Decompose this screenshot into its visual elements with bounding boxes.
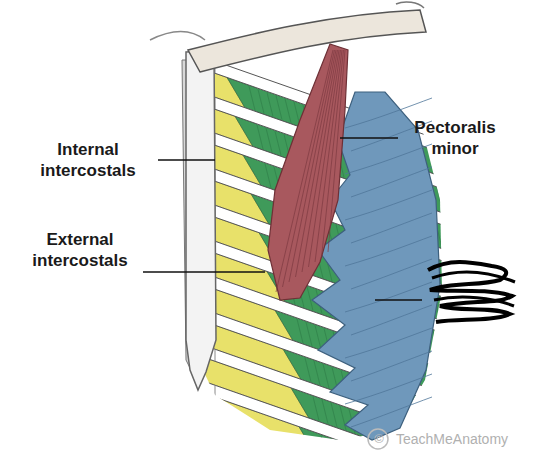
muscle-fibre <box>306 322 312 346</box>
muscle-fibre <box>249 86 255 110</box>
muscle-fibre <box>449 408 455 432</box>
muscle-fibre <box>323 364 329 388</box>
muscle-fibre <box>322 400 328 424</box>
muscle-label: Pectoralis minor <box>400 117 510 159</box>
muscle-fibre <box>375 454 381 456</box>
muscle-fibre <box>345 144 432 174</box>
muscle-fibre <box>348 445 354 456</box>
muscle-fibre <box>345 282 432 312</box>
muscle-fibre <box>328 50 345 252</box>
muscle-fibre <box>441 369 447 393</box>
muscle-fibre <box>351 213 432 243</box>
muscle-fibre <box>442 334 448 358</box>
muscle-fibre <box>258 89 264 113</box>
muscle-fibre <box>305 358 311 382</box>
muscle-fibre <box>447 155 453 179</box>
muscle-fibre <box>266 128 272 152</box>
muscle-fibre <box>302 50 339 272</box>
muscle-fibre <box>297 319 303 343</box>
muscle-fibre <box>257 125 263 149</box>
muscle-fibre <box>315 50 342 262</box>
muscle-fibre <box>276 96 282 120</box>
muscle-fibre <box>351 351 432 381</box>
muscle-fibre <box>446 191 452 215</box>
muscle-fibre <box>357 448 363 456</box>
muscle-fibre <box>314 361 320 385</box>
muscle-fibre <box>351 167 432 197</box>
muscle-label: External intercostals <box>6 229 154 271</box>
muscle-fibre <box>413 396 419 420</box>
muscle-fibre <box>289 50 336 282</box>
leader-line <box>375 299 422 301</box>
pectoralis-shape <box>268 44 348 300</box>
copyright-ring <box>368 429 388 449</box>
shoulder-outline <box>150 32 205 40</box>
muscle-fibre <box>432 366 438 390</box>
leader-line <box>158 159 215 161</box>
muscle-fibre <box>345 190 432 220</box>
muscle-fibre <box>267 92 273 116</box>
muscle-fibre <box>340 406 346 430</box>
muscle-fibre <box>322 50 344 257</box>
muscle-label: Internal intercostals <box>14 139 162 181</box>
leader-line <box>143 271 265 273</box>
muscle-fibre <box>422 399 428 423</box>
acromion-outline <box>396 2 424 8</box>
costochondral-joint <box>215 385 216 397</box>
costochondral-joint <box>215 421 216 433</box>
muscle-fibre <box>275 131 281 155</box>
muscle-fibre <box>431 402 437 426</box>
muscle-fibre <box>345 328 432 358</box>
muscle-fibre <box>345 236 432 266</box>
muscle-fibre <box>307 286 313 310</box>
muscle-fibre <box>345 374 432 404</box>
muscle-fibre <box>351 397 432 427</box>
muscle-fibre <box>437 188 443 212</box>
muscle-fibre <box>321 435 327 456</box>
muscle-fibre <box>351 305 432 335</box>
pectoralis-muscle <box>268 44 348 300</box>
muscle-fibre <box>433 331 439 355</box>
muscle-fibre <box>366 451 372 456</box>
sternum <box>186 50 216 390</box>
muscle-fibre <box>443 298 449 322</box>
muscle-fibre <box>330 439 336 456</box>
copyright-mark: © <box>372 430 386 448</box>
muscle-fibre <box>339 442 345 456</box>
costochondral-joint <box>215 349 216 361</box>
muscle-fibre <box>445 227 451 251</box>
leader-line <box>340 137 398 139</box>
clavicle <box>188 10 426 72</box>
muscle-fibre <box>315 325 321 349</box>
scribble <box>432 272 515 306</box>
muscle-fibre <box>440 405 446 429</box>
watermark: TeachMeAnatomy <box>396 430 536 448</box>
muscle-fibre <box>331 403 337 427</box>
muscle-fibre <box>351 259 432 289</box>
muscle-fibre <box>285 99 291 123</box>
scribble-redaction <box>428 262 515 322</box>
muscle-fibre <box>265 164 271 188</box>
muscle-fibre <box>313 397 319 421</box>
